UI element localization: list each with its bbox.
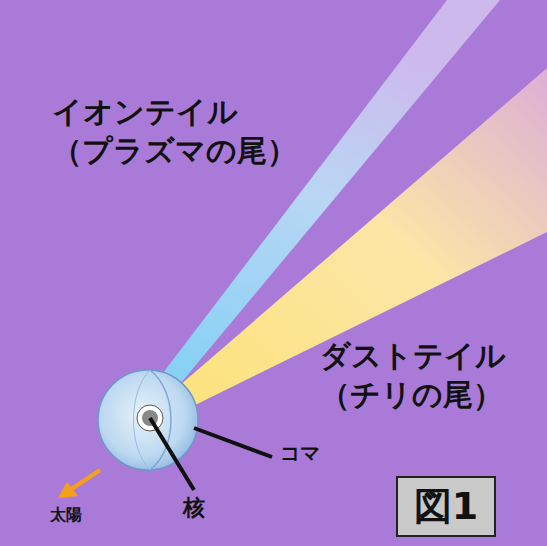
- sun-arrow: [70, 470, 100, 490]
- coma: [98, 370, 198, 470]
- sun-arrowhead: [58, 482, 78, 498]
- tail-label: イオンテイル （プラズマの尾）: [52, 92, 312, 170]
- figure-number: 図1: [414, 481, 478, 532]
- leader-line: [194, 428, 272, 457]
- figure-number-box: 図1: [396, 476, 496, 537]
- tail-label: ダストテイル （チリの尾）: [320, 336, 535, 414]
- direction-label: 太陽: [50, 505, 110, 526]
- leader-line: [150, 418, 194, 490]
- part-label: 核: [183, 494, 223, 523]
- part-label: コマ: [280, 440, 360, 466]
